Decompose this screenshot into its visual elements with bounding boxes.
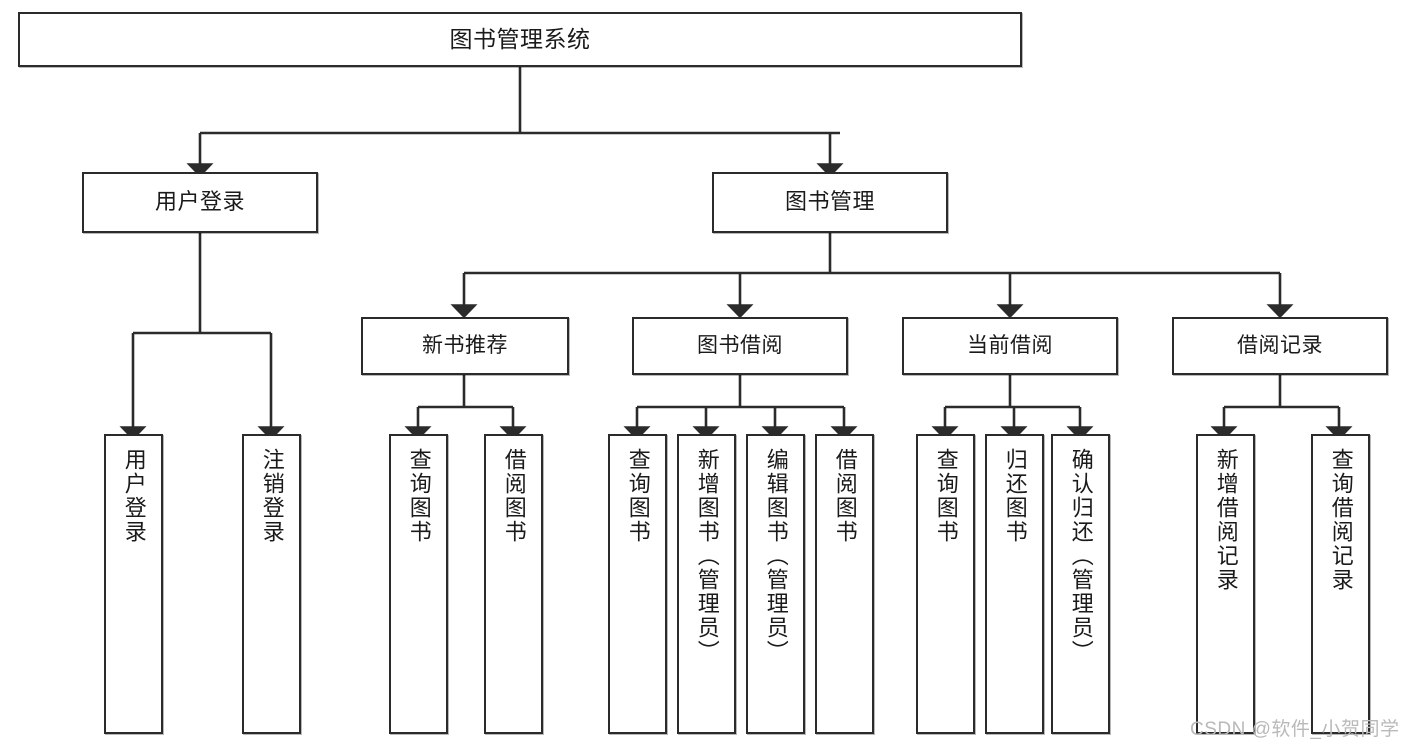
leaf-confirm-return-admin-label: 确认归还（管理员）: [1068, 448, 1094, 664]
node-book-management-label: 图书管理: [784, 189, 875, 215]
leaf-add-book-admin[interactable]: 新增图书（管理员）: [677, 434, 736, 734]
leaf-confirm-return-admin[interactable]: 确认归还（管理员）: [1051, 434, 1110, 734]
node-root-label: 图书管理系统: [449, 26, 591, 53]
node-book-management[interactable]: 图书管理: [712, 172, 948, 233]
leaf-return-book-label: 归还图书: [1002, 448, 1028, 544]
leaf-return-book[interactable]: 归还图书: [985, 434, 1044, 734]
leaf-logout-label: 注销登录: [259, 448, 285, 544]
node-user-login-label: 用户登录: [154, 189, 245, 215]
node-book-borrow[interactable]: 图书借阅: [632, 317, 848, 375]
node-new-book-recommend-label: 新书推荐: [422, 334, 508, 358]
leaf-query-book-current-label: 查询图书: [933, 448, 959, 544]
leaf-query-book-borrow-label: 查询图书: [625, 448, 651, 544]
leaf-query-book-borrow[interactable]: 查询图书: [608, 434, 667, 734]
leaf-user-login[interactable]: 用户登录: [104, 434, 163, 734]
leaf-add-borrow-record[interactable]: 新增借阅记录: [1196, 434, 1255, 734]
leaf-edit-book-admin-label: 编辑图书（管理员）: [763, 448, 789, 664]
leaf-borrow-book-newbook-label: 借阅图书: [501, 448, 527, 544]
leaf-edit-book-admin[interactable]: 编辑图书（管理员）: [746, 434, 805, 734]
node-current-borrow[interactable]: 当前借阅: [902, 317, 1118, 375]
leaf-query-book-current[interactable]: 查询图书: [916, 434, 975, 734]
leaf-borrow-book-newbook[interactable]: 借阅图书: [484, 434, 543, 734]
node-new-book-recommend[interactable]: 新书推荐: [361, 317, 569, 375]
node-borrow-record-label: 借阅记录: [1237, 334, 1323, 358]
node-book-borrow-label: 图书借阅: [697, 334, 783, 358]
node-borrow-record[interactable]: 借阅记录: [1172, 317, 1388, 375]
leaf-user-login-label: 用户登录: [121, 448, 147, 544]
leaf-query-borrow-record[interactable]: 查询借阅记录: [1311, 434, 1370, 734]
node-current-borrow-label: 当前借阅: [967, 334, 1053, 358]
leaf-borrow-book[interactable]: 借阅图书: [815, 434, 874, 734]
leaf-query-borrow-record-label: 查询借阅记录: [1328, 448, 1354, 592]
leaf-borrow-book-label: 借阅图书: [832, 448, 858, 544]
leaf-query-book-newbook-label: 查询图书: [406, 448, 432, 544]
node-user-login[interactable]: 用户登录: [82, 172, 318, 233]
leaf-add-borrow-record-label: 新增借阅记录: [1213, 448, 1239, 592]
leaf-logout[interactable]: 注销登录: [242, 434, 301, 734]
leaf-query-book-newbook[interactable]: 查询图书: [389, 434, 448, 734]
node-root[interactable]: 图书管理系统: [18, 12, 1022, 67]
leaf-add-book-admin-label: 新增图书（管理员）: [694, 448, 720, 664]
watermark: CSDN @软件_小贺同学: [1190, 719, 1400, 740]
